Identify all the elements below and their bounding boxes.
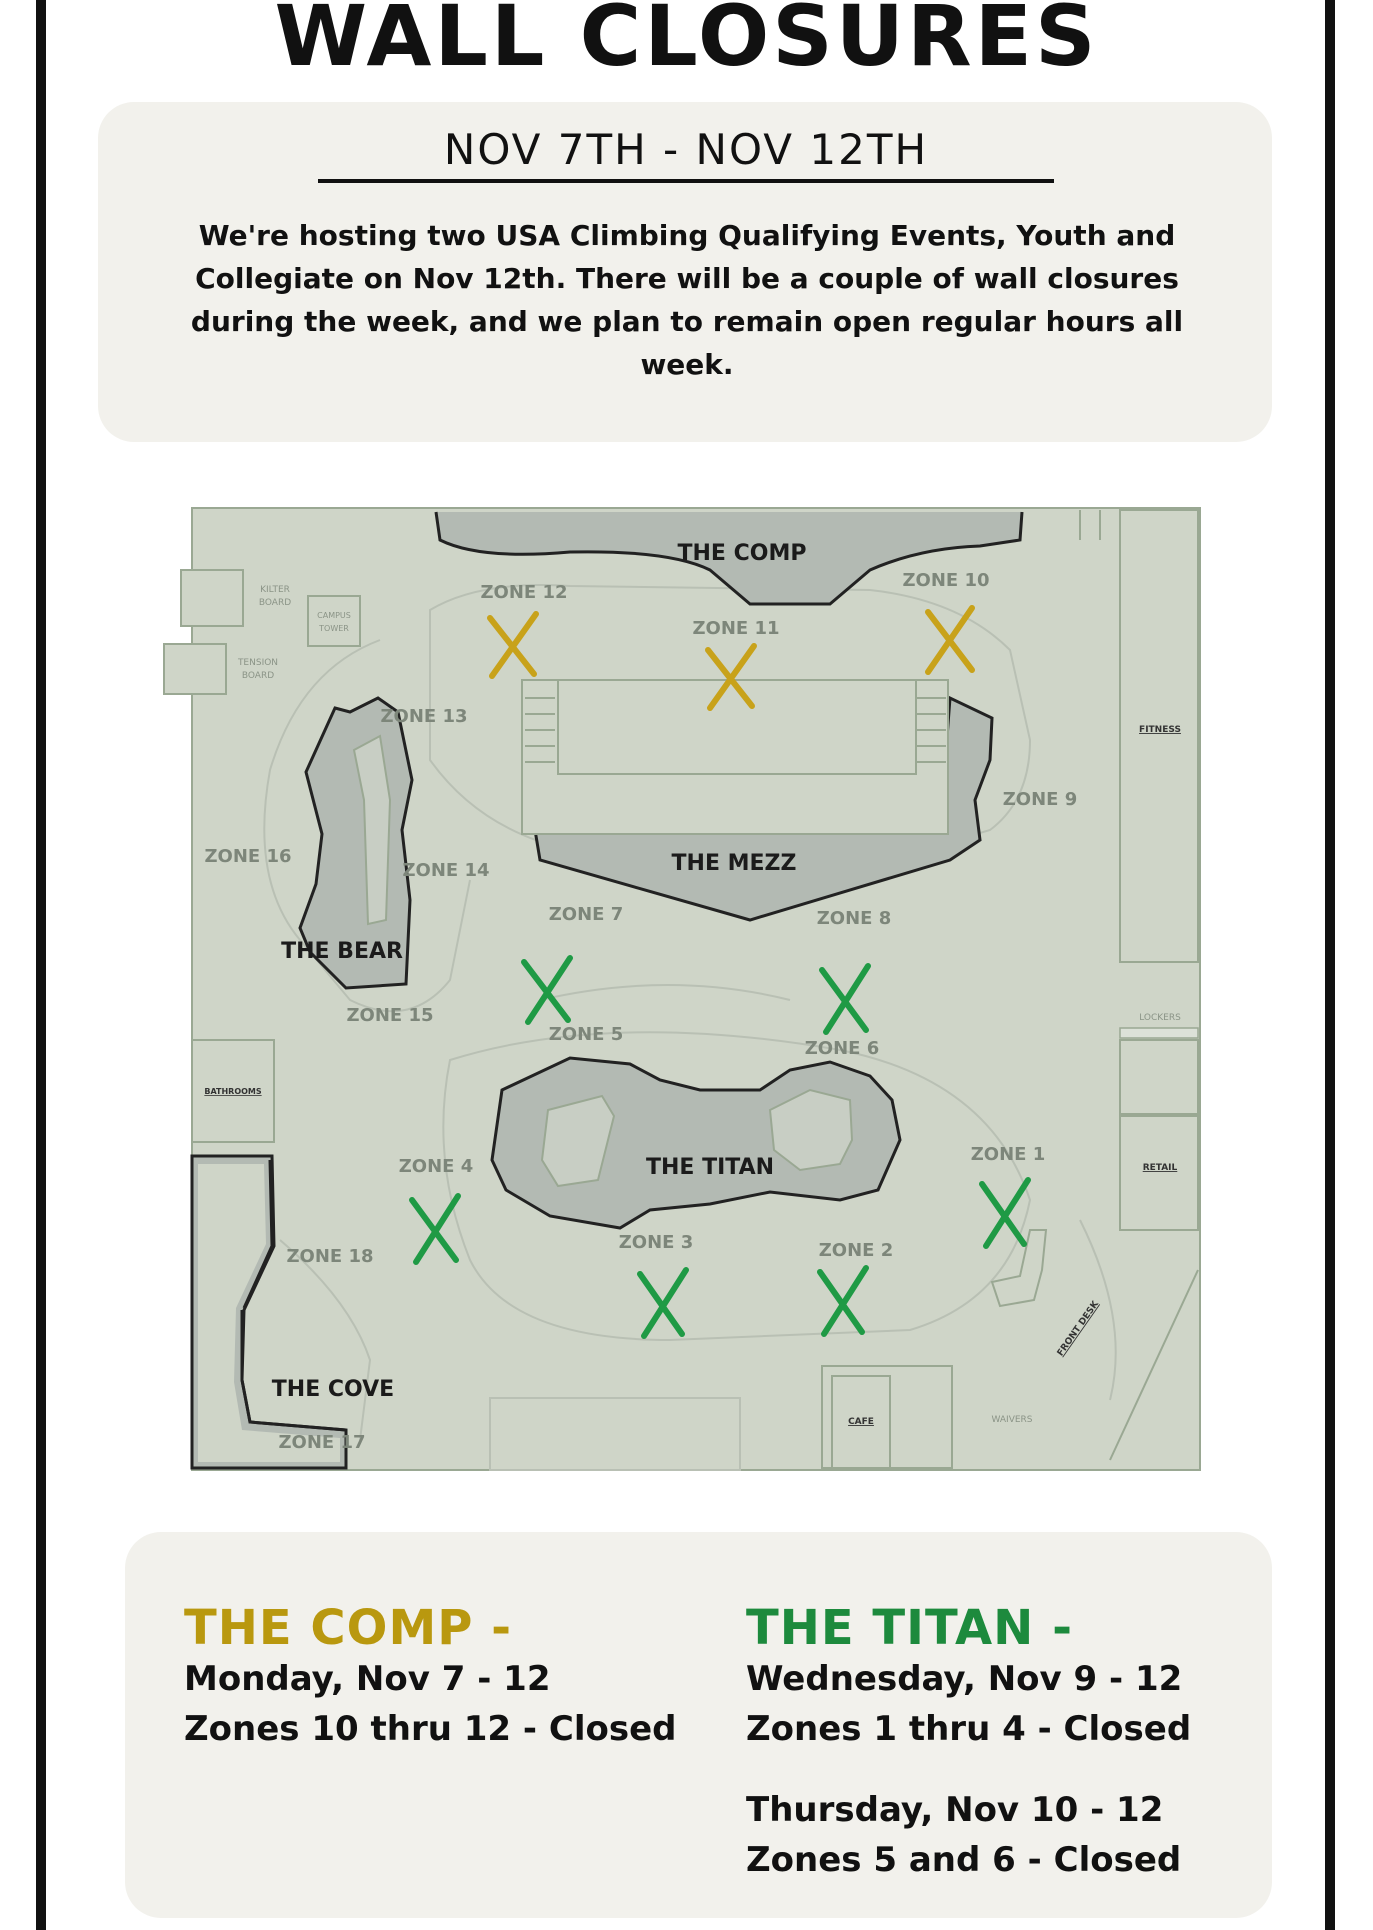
zone-label-14: ZONE 14 <box>402 860 489 881</box>
waivers-label: WAIVERS <box>991 1415 1032 1425</box>
kilter-board <box>180 569 244 627</box>
wall-label-comp: THE COMP <box>678 541 807 566</box>
mezz-stairs-right <box>916 697 946 763</box>
lockers-label: LOCKERS <box>1139 1013 1181 1023</box>
titan-heading: THE TITAN - <box>746 1600 1073 1656</box>
titan-date-2: Thursday, Nov 10 - 12 <box>746 1790 1164 1830</box>
closed-marker-zone-10 <box>925 605 975 675</box>
cafe-label: CAFE <box>848 1417 874 1427</box>
titan-inner-left <box>540 1094 616 1188</box>
bathrooms-room <box>191 1039 275 1143</box>
zone-label-11: ZONE 11 <box>692 618 779 639</box>
zone-label-7: ZONE 7 <box>549 904 624 925</box>
south-bench <box>489 1397 741 1471</box>
titan-zones-2: Zones 5 and 6 - Closed <box>746 1840 1182 1880</box>
closures-card <box>125 1532 1272 1918</box>
lockers-row <box>1119 1027 1199 1039</box>
tension-board <box>163 643 227 695</box>
zone-label-15: ZONE 15 <box>346 1005 433 1026</box>
closed-marker-zone-4 <box>409 1193 461 1265</box>
date-underline <box>318 179 1054 183</box>
wall-label-bear: THE BEAR <box>281 939 403 964</box>
wall-label-mezz: THE MEZZ <box>672 851 797 876</box>
closed-marker-zone-1 <box>979 1177 1031 1249</box>
kilter-board-label-1: KILTER <box>260 585 290 595</box>
intro-card <box>98 102 1272 442</box>
titan-date-1: Wednesday, Nov 9 - 12 <box>746 1659 1183 1699</box>
titan-zones-1: Zones 1 thru 4 - Closed <box>746 1709 1192 1749</box>
page-border-right <box>1325 0 1335 1930</box>
lockers-room <box>1119 1039 1199 1115</box>
zone-label-9: ZONE 9 <box>1003 789 1078 810</box>
titan-inner-right <box>768 1088 854 1172</box>
zone-label-16: ZONE 16 <box>204 846 291 867</box>
date-range: NOV 7TH - NOV 12TH <box>443 125 929 174</box>
closed-marker-zone-2 <box>817 1265 869 1337</box>
wall-label-titan: THE TITAN <box>646 1155 774 1180</box>
cove-wall-inner <box>198 1164 340 1462</box>
fitness-room <box>1119 509 1199 963</box>
zone-label-12: ZONE 12 <box>480 582 567 603</box>
zone-label-4: ZONE 4 <box>399 1156 474 1177</box>
retail-label: RETAIL <box>1143 1163 1178 1173</box>
comp-zones: Zones 10 thru 12 - Closed <box>184 1709 677 1749</box>
lobby-wall <box>1109 1269 1199 1461</box>
zone-label-1: ZONE 1 <box>971 1144 1046 1165</box>
page-title: WALL CLOSURES <box>274 0 1099 85</box>
campus-tower-label-2: TOWER <box>318 624 349 633</box>
bear-wall-inner <box>352 734 392 926</box>
comp-wall <box>434 511 1024 606</box>
closed-marker-zone-6 <box>819 963 871 1035</box>
retail-room <box>1119 1115 1199 1231</box>
tension-board-label-2: BOARD <box>242 671 274 681</box>
intro-paragraph: We're hosting two USA Climbing Qualifyin… <box>190 219 1184 381</box>
mezz-deck <box>557 679 917 775</box>
zone-label-18: ZONE 18 <box>286 1246 373 1267</box>
zone-label-5: ZONE 5 <box>549 1024 624 1045</box>
comp-date: Monday, Nov 7 - 12 <box>184 1659 551 1699</box>
campus-tower-label-1: CAMPUS <box>317 611 351 620</box>
kilter-board-label-2: BOARD <box>259 598 291 608</box>
mezz-stairs-left <box>525 697 555 763</box>
closed-marker-zone-12 <box>487 611 539 679</box>
comp-heading: THE COMP - <box>184 1600 513 1656</box>
cove-wall-edge-2 <box>240 1310 347 1432</box>
zone-label-10: ZONE 10 <box>902 570 989 591</box>
map-floor <box>191 507 1201 1471</box>
page-border-left <box>36 0 46 1930</box>
zone-label-2: ZONE 2 <box>819 1240 894 1261</box>
zone-label-17: ZONE 17 <box>278 1432 365 1453</box>
closed-marker-zone-11 <box>705 643 757 711</box>
closed-marker-zone-3 <box>637 1267 689 1339</box>
fitness-label: FITNESS <box>1139 725 1181 735</box>
zone-label-6: ZONE 6 <box>805 1038 880 1059</box>
bathrooms-label: BATHROOMS <box>204 1087 262 1096</box>
zone-label-8: ZONE 8 <box>817 908 892 929</box>
front-desk-counter <box>990 1229 1048 1308</box>
cove-wall-edge <box>242 1159 274 1309</box>
zone-label-3: ZONE 3 <box>619 1232 694 1253</box>
closed-marker-zone-5 <box>521 955 573 1025</box>
cafe-counter <box>831 1375 891 1469</box>
tension-board-label-1: TENSION <box>237 658 278 668</box>
zone-label-13: ZONE 13 <box>380 706 467 727</box>
wall-label-cove: THE COVE <box>272 1377 394 1402</box>
gym-floor-map: KILTER BOARD CAMPUS TOWER TENSION BOARD … <box>150 500 1230 1480</box>
campus-tower <box>307 595 361 647</box>
